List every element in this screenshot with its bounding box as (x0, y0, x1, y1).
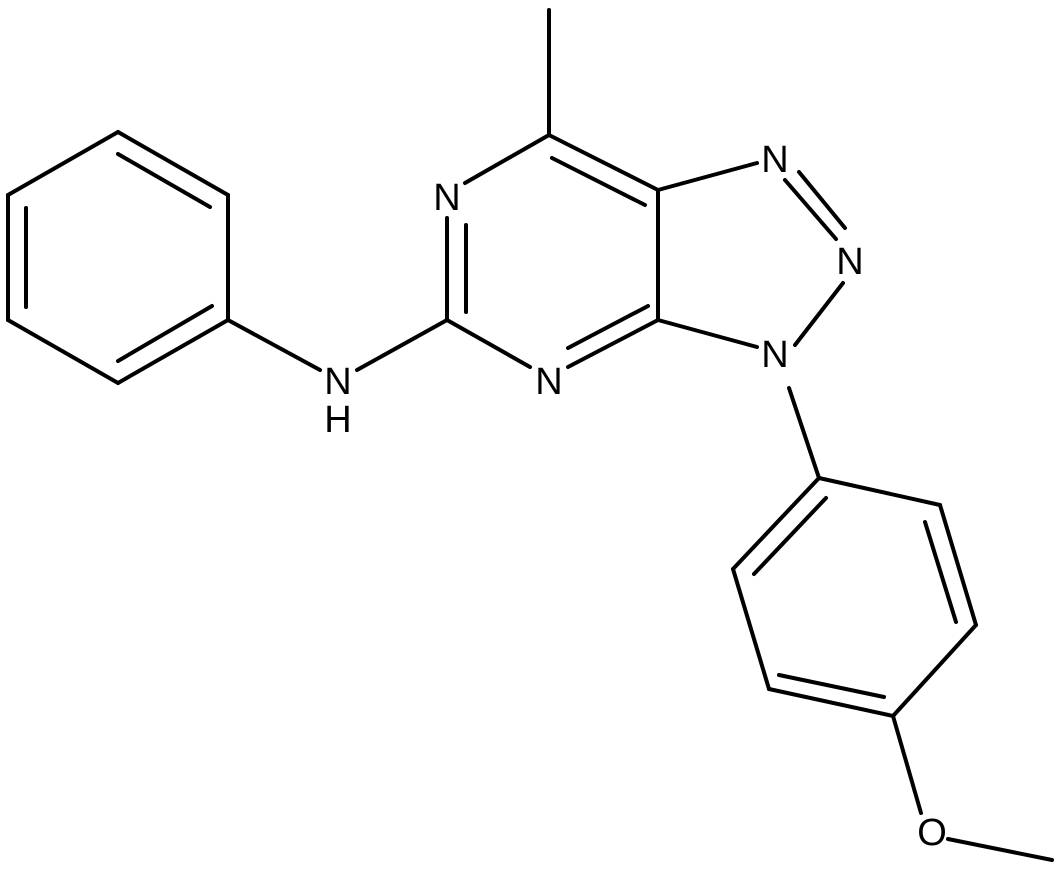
atom-n-triazole-2: N (836, 241, 863, 283)
bond-c7a-n1 (656, 161, 759, 192)
bond-n1-n2-double (797, 170, 847, 230)
bond-nh-ph (226, 318, 322, 372)
atom-n-pyrimidine-top: N (433, 177, 460, 219)
atom-labels: N N N N N N H O (324, 139, 947, 854)
bond-c7a-c7 (547, 133, 660, 192)
bond-ar-o (891, 714, 923, 815)
bond-ph-b (6, 318, 120, 385)
bond-c7-n6 (463, 133, 551, 185)
atom-nh-nitrogen: N (324, 361, 351, 403)
bonds (6, 8, 1054, 862)
bond-ph-a (116, 318, 230, 385)
bond-ar-b (938, 503, 978, 627)
atom-n-triazole-1: N (761, 139, 788, 181)
bond-n4-c3a (566, 318, 660, 369)
bond-ar-f (731, 476, 821, 571)
bond-ph-a-double (116, 304, 214, 363)
bond-ph-d (6, 130, 120, 197)
bond-c7a-c7-double (550, 156, 647, 207)
atom-n-triazole-3: N (761, 334, 788, 376)
bond-ar-d (767, 687, 895, 718)
bond-n3-aryl (787, 386, 821, 480)
bond-ph-e-double (116, 152, 212, 209)
bond-n4-c3a-double (566, 304, 650, 350)
bond-n1-n2 (783, 178, 838, 241)
bond-n2-n3 (793, 281, 845, 347)
bond-c5-nh (355, 318, 449, 372)
atom-nh-hydrogen: H (324, 399, 351, 441)
bond-ar-f-double (752, 496, 828, 576)
atom-oxygen: O (917, 812, 947, 854)
bond-ph-e (116, 130, 230, 197)
bond-n3-c3a (656, 318, 759, 349)
bond-ar-e (731, 567, 771, 691)
bond-ar-b-double (923, 520, 958, 624)
bond-ar-c (891, 623, 978, 718)
bond-o-ch3 (946, 837, 1054, 862)
atom-n-pyrimidine-bottom: N (535, 361, 562, 403)
bond-c5-n4 (445, 318, 532, 369)
bond-ar-d-double (777, 673, 886, 699)
bond-ar-a (817, 476, 942, 507)
